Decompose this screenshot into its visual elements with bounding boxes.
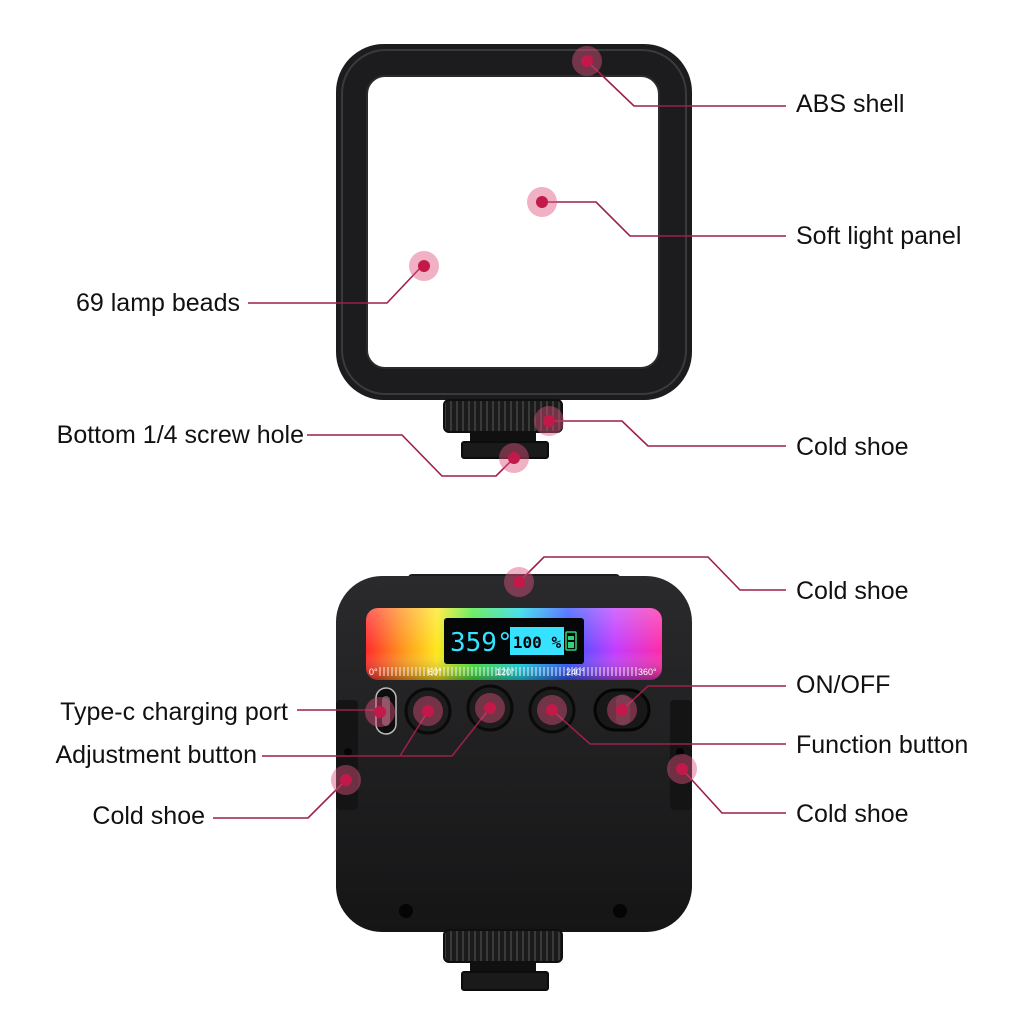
callout-dot [418,260,430,272]
callout-dot [543,415,555,427]
callout-dot [508,452,520,464]
label-lamp-beads: 69 lamp beads [75,289,240,317]
callout-dot [581,55,593,67]
leader-abs-shell [586,60,786,107]
leader-cold-shoe-right [681,768,786,814]
label-adjustment-button: Adjustment button [55,741,257,769]
label-soft-light-panel: Soft light panel [796,222,962,250]
scale-label: 0° [369,667,378,677]
label-screw-hole: Bottom 1/4 screw hole [56,421,304,449]
leader-cold-shoe-top [518,556,786,591]
callout-dot [422,705,434,717]
scale-label: 240° [566,667,585,677]
callout-dot [374,706,386,718]
leader-cold-shoe-front [549,420,786,447]
front-light-device [336,44,692,459]
label-on-off: ON/OFF [796,671,891,699]
leader-soft-light [542,201,786,237]
soft-light-panel [366,75,660,369]
leader-cold-shoe-left [213,779,347,819]
brightness-box [510,627,564,655]
back-light-device [336,574,692,991]
label-cold-shoe-top: Cold shoe [796,577,909,605]
callout-dot [484,702,496,714]
label-function-button: Function button [796,731,969,759]
battery-icon [565,631,577,651]
hue-readout: 359° [450,628,513,658]
label-abs-shell: ABS shell [796,90,905,118]
leader-function [551,709,786,745]
callout-dots [331,46,697,795]
leader-lamp-beads [248,265,423,304]
leader-lines [213,60,786,819]
hue-scale-labels: 0° 60° 120° 240° 360° [369,667,657,677]
leader-adjust-2 [399,710,429,757]
callout-dot [340,774,352,786]
label-type-c: Type-c charging port [60,698,288,726]
callout-dot [513,576,525,588]
front-cold-shoe-mount [443,399,563,459]
scale-label: 60° [428,667,442,677]
callout-dot [616,704,628,716]
callout-dot [676,763,688,775]
callout-dot [546,704,558,716]
callout-dot [536,196,548,208]
brightness-readout: 100 % [513,633,562,652]
leader-adjust [262,707,491,757]
leader-on-off [621,685,786,711]
label-cold-shoe-right: Cold shoe [796,800,909,828]
scale-label: 120° [496,667,515,677]
label-cold-shoe-front: Cold shoe [796,433,909,461]
back-cold-shoe-mount [443,929,563,991]
scale-label: 360° [638,667,657,677]
label-cold-shoe-left: Cold shoe [92,802,205,830]
leader-screw-hole [307,434,515,477]
